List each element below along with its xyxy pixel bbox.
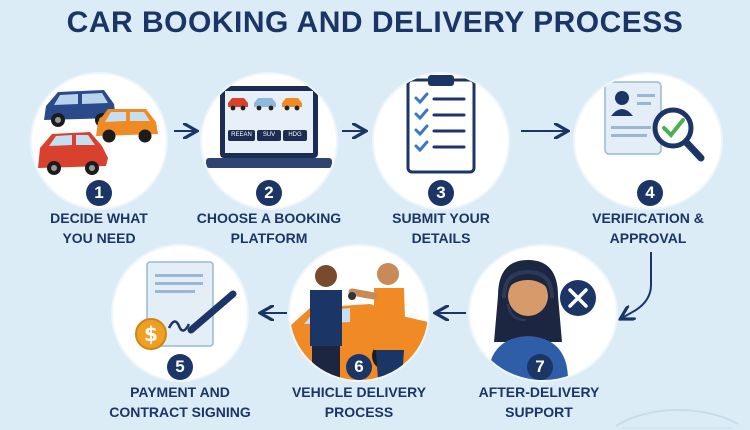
step-6-badge: 6: [346, 354, 372, 380]
step-3-label: SUBMIT YOUR DETAILS: [371, 208, 511, 248]
step-2-badge: 2: [256, 180, 282, 206]
step-4-label: VERIFICATION & APPROVAL: [578, 208, 718, 248]
step-7-line1: AFTER-DELIVERY: [478, 384, 600, 400]
step-1-circle: [32, 74, 166, 208]
page-title: CAR BOOKING AND DELIVERY PROCESS: [66, 6, 684, 39]
step-6-line1: VEHICLE DELIVERY: [291, 384, 427, 400]
step-5-badge: 5: [167, 354, 193, 380]
watermark-logo: [615, 408, 739, 429]
step-4-badge: 4: [637, 180, 663, 206]
step-5-label: PAYMENT AND CONTRACT SIGNING: [105, 382, 255, 422]
step-3-badge: 3: [428, 180, 454, 206]
step-2-line2: PLATFORM: [230, 230, 308, 246]
step-5-line1: PAYMENT AND: [130, 384, 230, 400]
step-6-line2: PROCESS: [324, 404, 394, 420]
step-2-line1: CHOOSE A BOOKING: [196, 210, 342, 226]
step-7-badge: 7: [527, 354, 553, 380]
svg-text:$: $: [144, 322, 158, 346]
platform-option-2: SUV: [257, 130, 281, 141]
step-4-line2: APPROVAL: [609, 230, 687, 246]
step-1-badge: 1: [86, 180, 112, 206]
step-1-label: DECIDE WHAT YOU NEED: [29, 208, 169, 248]
step-1-line2: YOU NEED: [62, 230, 136, 246]
key-handover-illustration: [290, 263, 428, 380]
contract-icon: $: [135, 261, 237, 350]
platform-option-1: REEAN: [228, 130, 255, 141]
step-1-line1: DECIDE WHAT: [50, 210, 148, 226]
step-7-line2: SUPPORT: [505, 404, 573, 420]
step-6-circle: [290, 246, 428, 380]
clipboard-icon: [406, 75, 476, 174]
step-6-label: VEHICLE DELIVERY PROCESS: [284, 382, 434, 422]
step-5-circle: $: [113, 246, 247, 380]
step-4-line1: VERIFICATION &: [592, 210, 704, 226]
arrow-4-7: [622, 252, 652, 318]
verification-icon: [604, 81, 705, 162]
step-3-line1: SUBMIT YOUR: [392, 210, 490, 226]
platform-option-3: HDG: [283, 130, 307, 141]
step-3-line2: DETAILS: [411, 230, 471, 246]
step-5-line2: CONTRACT SIGNING: [109, 404, 251, 420]
cars-illustration: [38, 90, 158, 175]
step-2-label: CHOOSE A BOOKING PLATFORM: [194, 208, 344, 248]
step-7-label: AFTER-DELIVERY SUPPORT: [469, 382, 609, 422]
